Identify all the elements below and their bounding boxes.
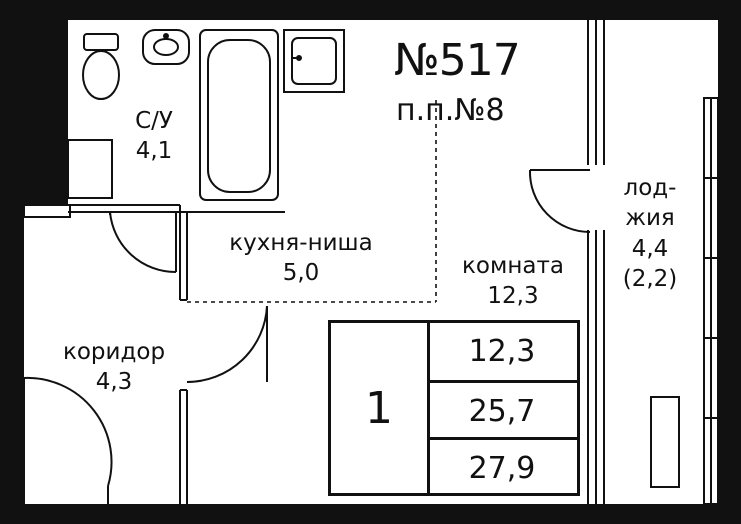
total-with-loggia-value: 27,9 bbox=[427, 437, 577, 497]
sink-icon bbox=[142, 29, 190, 65]
top-wall bbox=[0, 0, 741, 20]
living-room-name: комната bbox=[462, 253, 564, 279]
kitchen-niche-outline bbox=[187, 100, 437, 303]
kitchen-sink-icon bbox=[283, 29, 345, 93]
loggia-name-line2: жия bbox=[625, 205, 675, 231]
apartment-number: №517 bbox=[394, 35, 521, 86]
room-window bbox=[587, 20, 605, 504]
right-wall bbox=[718, 0, 741, 524]
kitchen-area: 5,0 bbox=[282, 260, 320, 286]
bathroom-partition bbox=[23, 204, 71, 218]
area-summary-table: 1 12,3 25,7 27,9 bbox=[328, 320, 580, 496]
kitchen-name: кухня-ниша bbox=[229, 230, 373, 256]
living-area-value: 12,3 bbox=[468, 334, 536, 369]
loggia-radiator bbox=[650, 396, 680, 488]
loggia-area-reduced: (2,2) bbox=[622, 266, 678, 292]
toilet-icon bbox=[82, 33, 120, 100]
bathroom-wall bbox=[24, 20, 68, 205]
living-room-area: 12,3 bbox=[487, 283, 539, 309]
loggia-area: 4,4 bbox=[631, 236, 669, 262]
bottom-wall bbox=[0, 504, 741, 524]
total-area-value: 25,7 bbox=[427, 380, 577, 440]
bathtub-icon bbox=[199, 29, 279, 201]
doors bbox=[23, 169, 591, 504]
interior-walls bbox=[68, 204, 285, 504]
loggia-glazing bbox=[703, 97, 719, 505]
bathroom-name: С/У bbox=[135, 108, 173, 134]
loggia-gap bbox=[585, 20, 615, 504]
corridor-name: коридор bbox=[62, 339, 166, 365]
floor-plan-number: п.п.№8 bbox=[396, 93, 505, 128]
room-count: 1 bbox=[331, 323, 430, 493]
loggia-name-line1: лод- bbox=[623, 175, 677, 201]
left-wall bbox=[0, 0, 24, 524]
washing-machine-icon bbox=[67, 139, 113, 199]
corridor-area: 4,3 bbox=[95, 369, 133, 395]
bathroom-area: 4,1 bbox=[135, 138, 173, 164]
